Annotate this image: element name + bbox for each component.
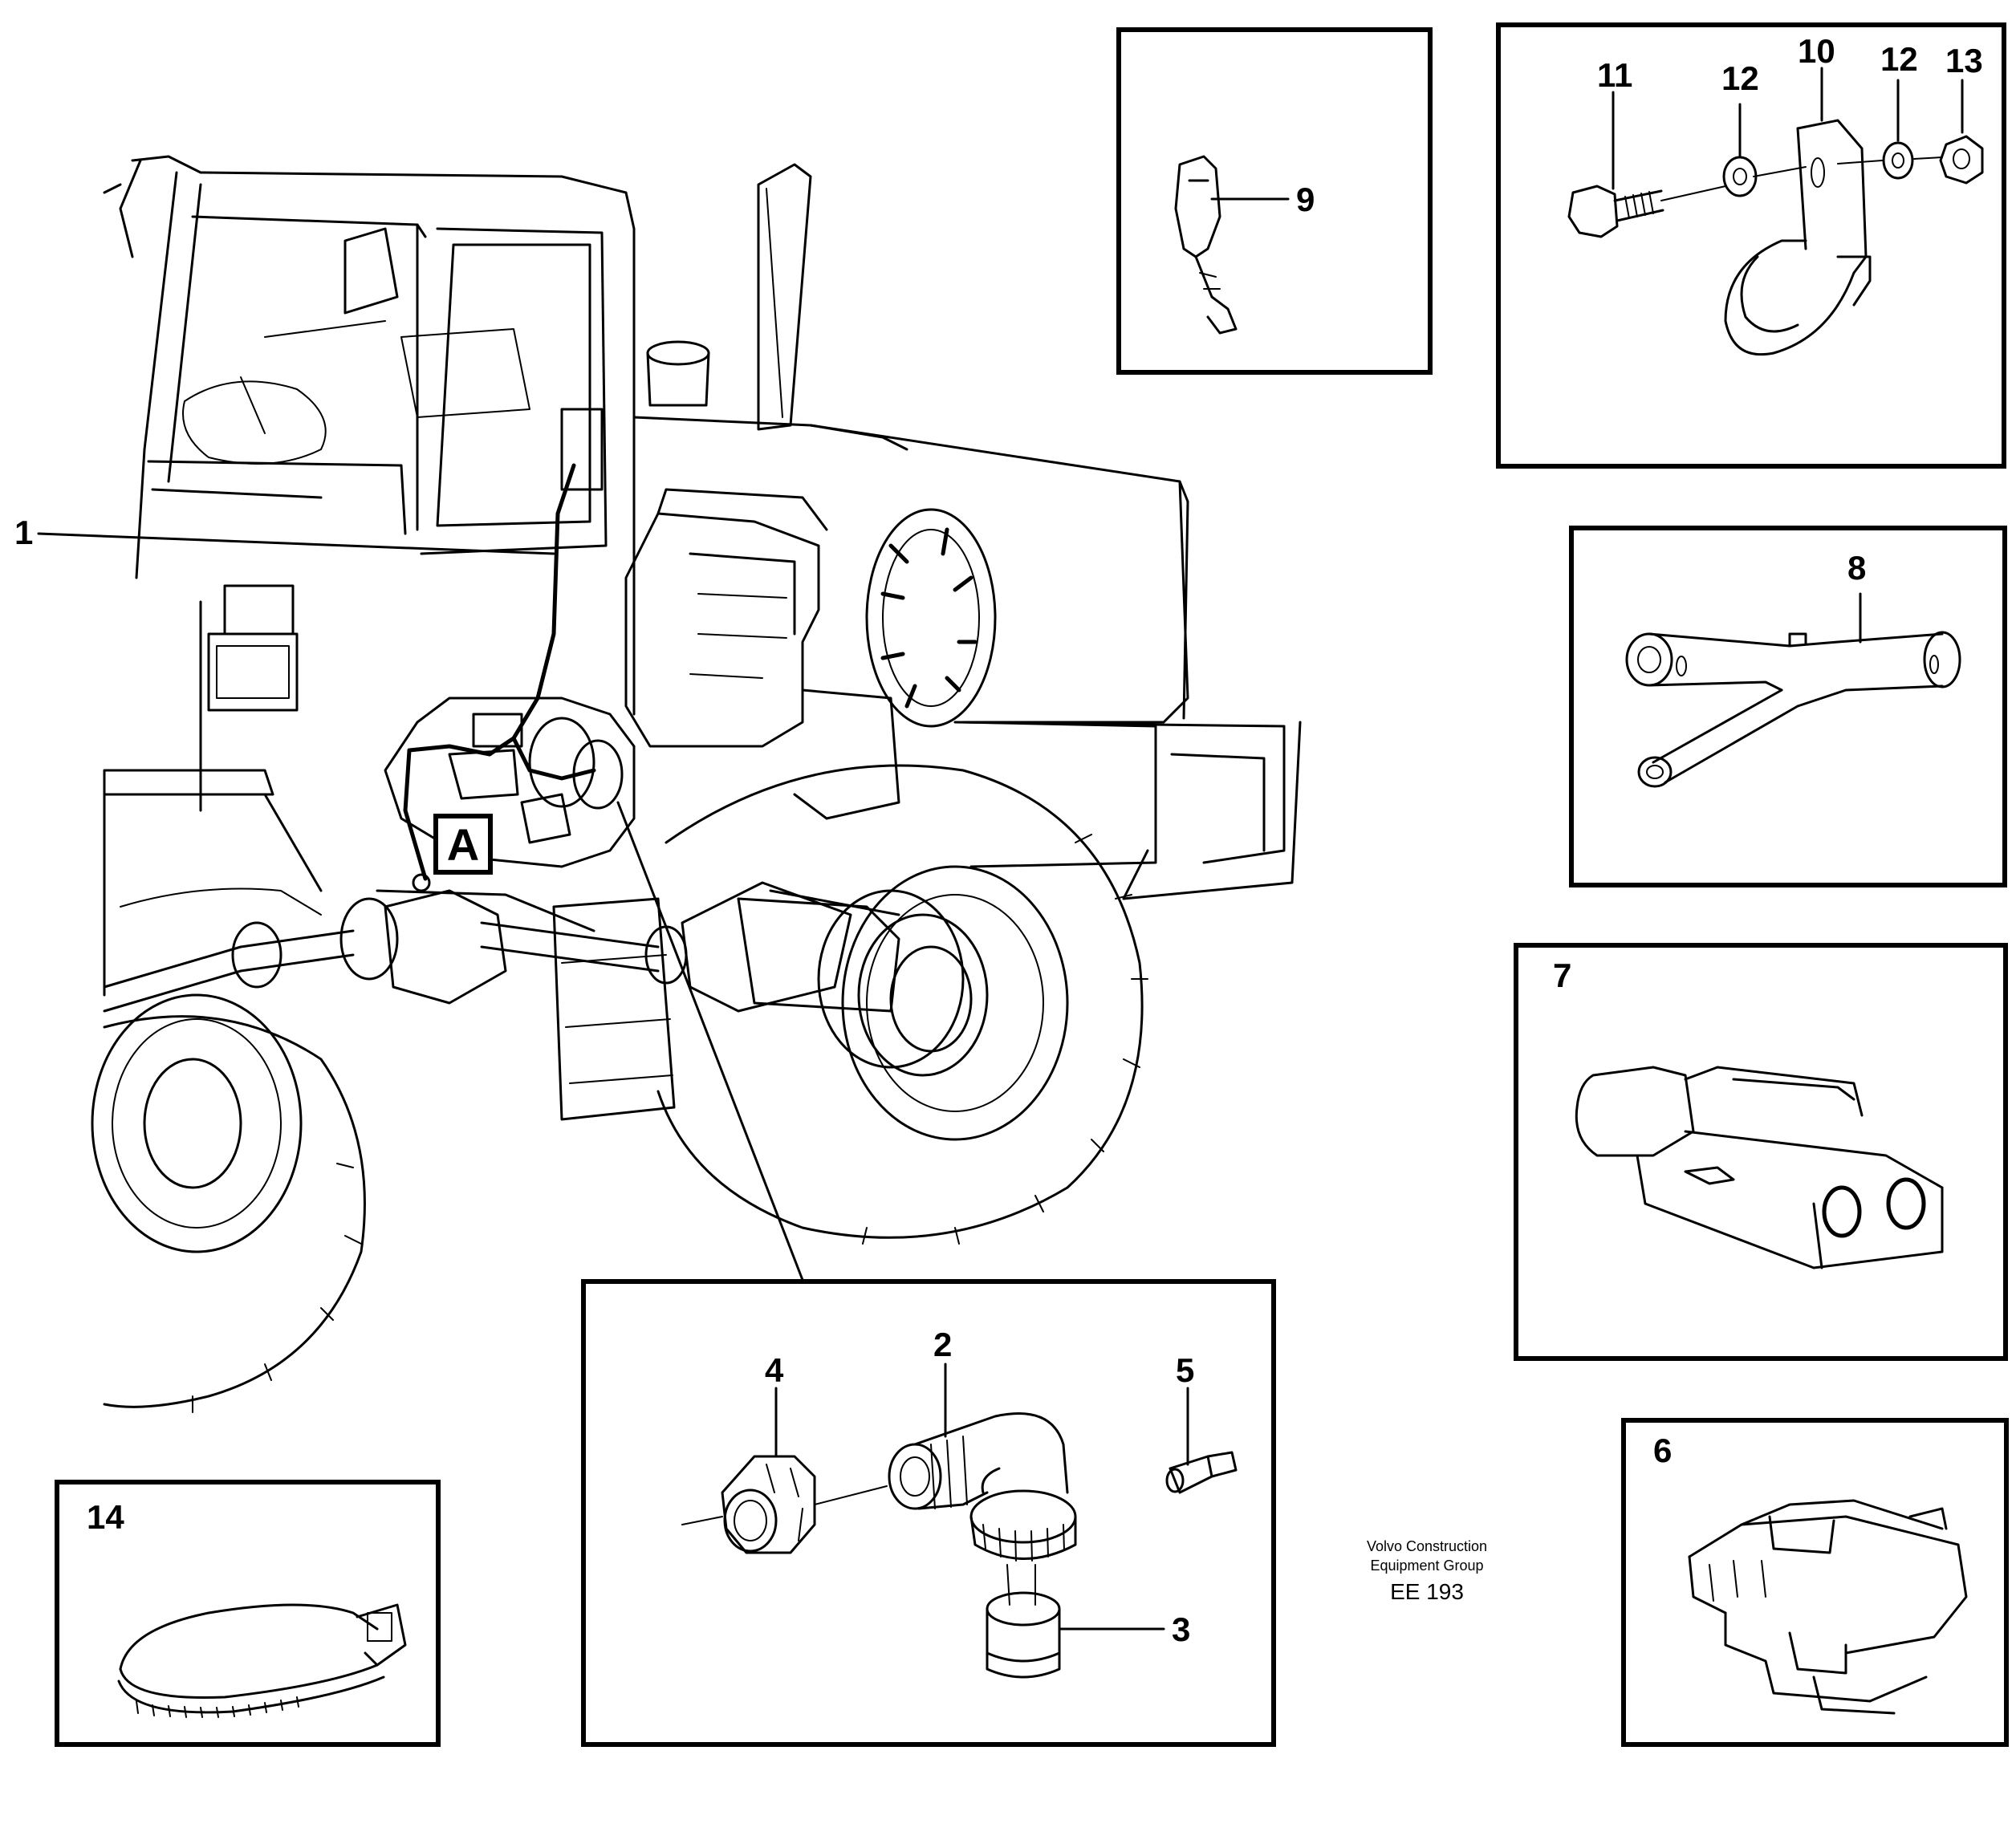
y-junction-drawing [1625,631,1961,788]
flat-terminal-drawing [1174,155,1238,335]
detail-box-part-6: 6 [1621,1418,2009,1747]
exhaust-stack [757,163,812,431]
air-intake [646,340,710,407]
engine-block [624,488,900,820]
loader-frame [103,584,676,1121]
rear-counterweight [961,721,1157,868]
credit-line-2: Equipment Group [1370,1558,1483,1574]
credit-line-1: Volvo Construction [1367,1538,1487,1554]
callout-10: 10 [1798,32,1835,70]
washer-right-drawing [1882,141,1914,180]
callout-4: 4 [765,1351,784,1389]
engine-hood [632,416,1302,900]
cab-drawing [103,155,636,716]
rear-axle [737,889,989,1077]
callout-9: 9 [1296,181,1315,218]
bolt-drawing [1567,185,1664,238]
multi-pin-connector-drawing [1688,1499,1968,1715]
callout-3: 3 [1172,1610,1190,1648]
radiator-fan [865,508,997,728]
elbow-adapter-drawing [888,1412,1077,1606]
detail-box-part-14: 14 [55,1480,441,1747]
detail-box-part-8: 8 [1569,526,2007,887]
cable-tie-drawing [117,1603,407,1718]
rear-wheel [656,764,1148,1245]
union-nut-drawing [721,1455,816,1554]
diagram-code: EE 193 [1390,1579,1464,1604]
callout-14: 14 [87,1498,124,1536]
detail-box-parts-2-5: 4 2 5 3 [581,1279,1276,1747]
sensor-cap-drawing [986,1591,1061,1679]
transmission [384,697,636,868]
callout-2: 2 [933,1326,952,1363]
callout-8: 8 [1847,549,1866,587]
front-wheel [91,887,366,1413]
detail-marker-a: A [433,814,493,875]
leader-line-to-detail-box [616,801,804,1281]
svg-text:1: 1 [14,514,33,551]
detail-box-parts-10-13: 11 12 10 12 13 [1496,22,2006,469]
nut-drawing [1939,135,1984,185]
callout-12-right: 12 [1880,40,1918,78]
callout-1: 1 [14,514,555,555]
callout-6: 6 [1653,1432,1672,1469]
callout-13: 13 [1945,42,1983,79]
detail-box-part-9: 9 [1116,27,1433,375]
small-terminal-drawing [1165,1451,1238,1494]
callout-12-left: 12 [1721,59,1759,97]
two-pole-connector-housing-drawing [1575,1066,1944,1269]
callout-11: 11 [1597,56,1632,94]
publisher-credit: Volvo Construction Equipment Group EE 19… [1367,1538,1487,1604]
callout-7: 7 [1553,956,1571,994]
detail-box-part-7: 7 [1514,943,2008,1361]
callout-5: 5 [1176,1351,1194,1389]
wheel-loader-illustration: A [91,155,1302,1413]
p-clamp-drawing [1724,119,1872,356]
detail-label-a: A [447,819,479,870]
wiring-harness [403,408,604,892]
